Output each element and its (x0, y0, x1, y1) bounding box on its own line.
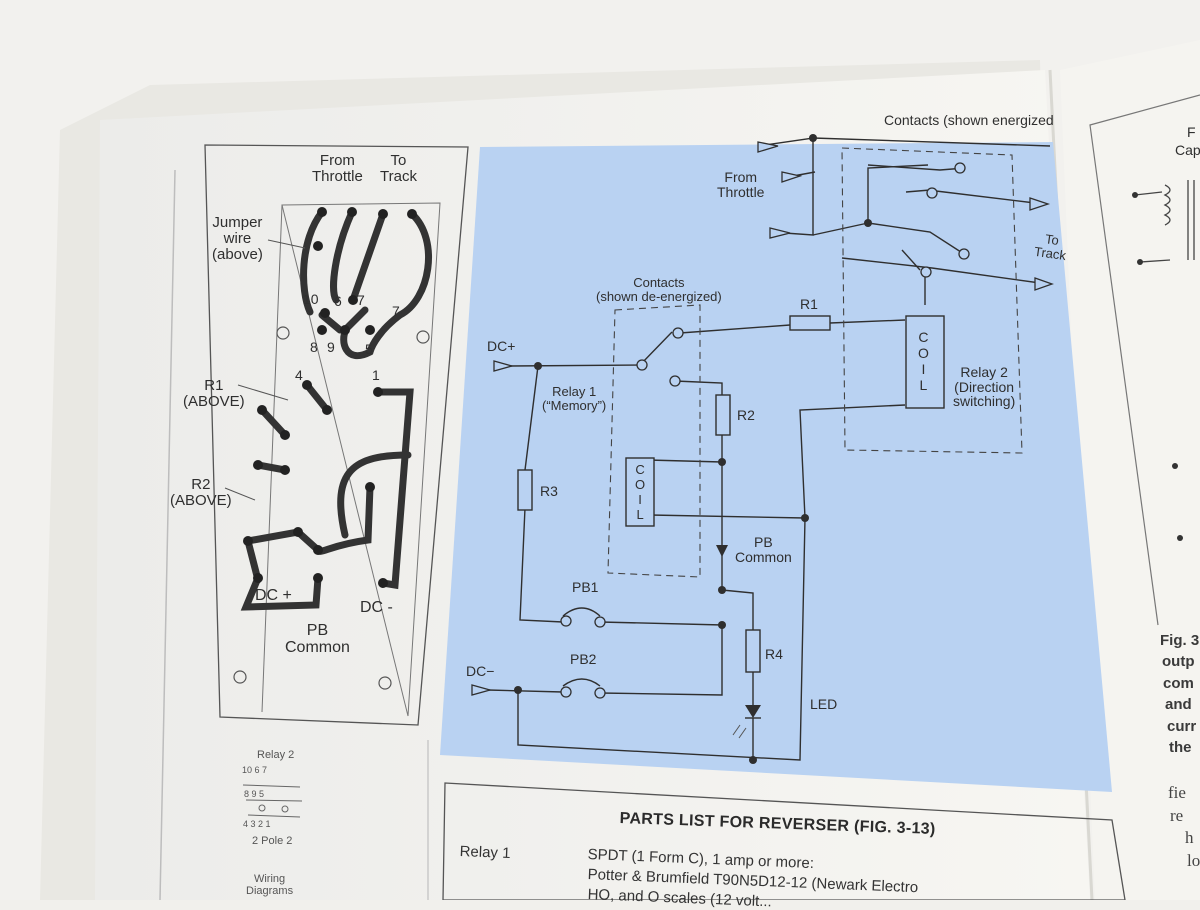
right-body-line-1: fie (1168, 783, 1186, 802)
pin-6: 6 (334, 293, 342, 309)
right-body-line-4: lo (1187, 851, 1200, 870)
contacts-energized-label: Contacts (shown energized (884, 112, 1054, 128)
right-caption-line-5: curr (1167, 718, 1197, 735)
r3-label: R3 (540, 483, 558, 499)
r2-label: R2 (737, 407, 755, 423)
pb1-label: PB1 (572, 579, 599, 595)
bottom-pin-row: 4 3 2 1 (243, 819, 271, 829)
right-caption-line-4: and (1165, 696, 1192, 713)
right-fig-top-line-2: Cap (1175, 142, 1200, 158)
right-caption-line-6: the (1169, 739, 1192, 756)
r1-above-label: R1(ABOVE) (183, 377, 245, 410)
right-caption-line-1: Fig. 3 (1160, 632, 1200, 649)
r1-label: R1 (800, 296, 818, 312)
right-fig-top-line-1: F (1187, 124, 1196, 140)
pin-1: 1 (372, 367, 380, 383)
pin-10: 10 (303, 291, 319, 307)
pin-5: 5 (365, 341, 373, 357)
right-body-line-3: h (1185, 828, 1194, 847)
right-body-line-2: re (1170, 806, 1184, 825)
pin-9: 9 (327, 339, 335, 355)
pin-8: 8 (310, 339, 318, 355)
right-caption-line-3: com (1163, 675, 1194, 692)
relay1-memory-label: Relay 1(“Memory”) (542, 384, 607, 413)
contacts-deenergized-label: Contacts(shown de-energized) (596, 275, 722, 304)
schematic-dc-minus-label: DC− (466, 663, 495, 679)
two-pole-label: 2 Pole 2 (252, 835, 293, 847)
pb2-label: PB2 (570, 651, 597, 667)
mid-pin-row: 8 9 5 (244, 789, 265, 799)
dc-plus-label: DC + (255, 587, 292, 604)
right-caption-line-2: outp (1162, 653, 1195, 670)
schematic-dc-plus-label: DC+ (487, 338, 516, 354)
pin-4: 4 (295, 367, 303, 383)
led-label: LED (810, 696, 838, 712)
dc-minus-label: DC - (360, 599, 393, 616)
top-pin-row: 10 6 7 (242, 765, 268, 775)
pin-7-a: 7 (357, 292, 365, 308)
relay2-small-label: Relay 2 (257, 749, 295, 761)
pin-7-b: 7 (392, 303, 400, 319)
r2-above-label: R2(ABOVE) (170, 476, 232, 509)
r4-label: R4 (765, 646, 783, 662)
